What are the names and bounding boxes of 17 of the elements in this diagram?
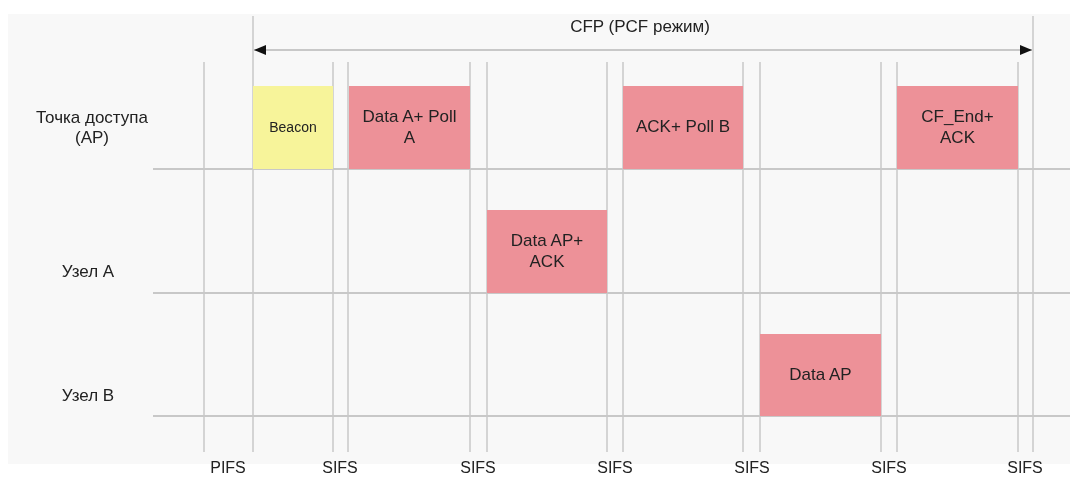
interval-label: SIFS — [322, 458, 358, 478]
row-label: Точка доступа (AP) — [35, 107, 149, 149]
frame-box: Data A+ Poll A — [349, 86, 470, 169]
interval-label: PIFS — [210, 458, 246, 478]
interval-label: SIFS — [871, 458, 907, 478]
interval-label: SIFS — [734, 458, 770, 478]
frame-box: CF_End+ ACK — [897, 86, 1018, 169]
frame-box: Beacon — [253, 86, 333, 169]
interval-label: SIFS — [1007, 458, 1043, 478]
frame-box: Data AP — [760, 334, 881, 416]
row-label: Узел A — [61, 261, 115, 283]
frame-box: ACK+ Poll B — [623, 86, 743, 169]
frame-box: Data AP+ ACK — [487, 210, 607, 293]
period-label: CFP (PCF режим) — [570, 16, 710, 38]
row-label: Узел B — [61, 385, 115, 407]
interval-label: SIFS — [597, 458, 633, 478]
interval-label: SIFS — [460, 458, 496, 478]
